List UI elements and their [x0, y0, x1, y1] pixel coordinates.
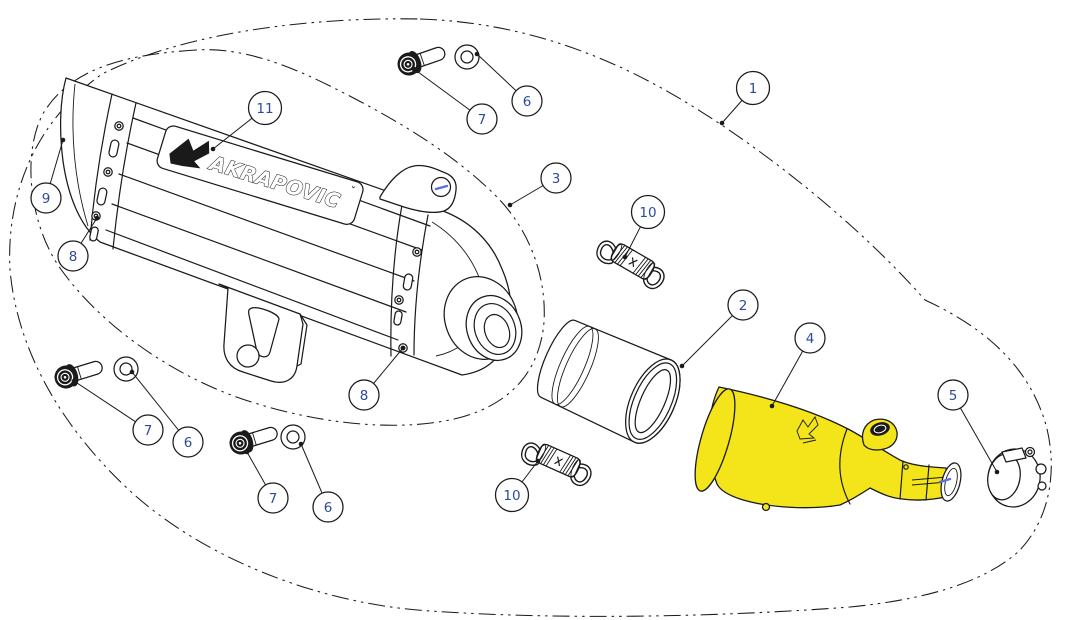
callout-7-left: 7 [132, 414, 164, 446]
weld-seam [839, 428, 851, 505]
callout-9-label: 9 [42, 191, 51, 207]
callout-11-label: 11 [256, 101, 273, 117]
callout-3-label: 3 [552, 171, 561, 187]
bolt-top [393, 40, 449, 80]
callout-4: 4 [794, 322, 826, 354]
fit-marker [938, 477, 952, 484]
callout-10-top: 10 [630, 194, 666, 230]
callout-10-label: 10 [503, 488, 520, 504]
callout-5: 5 [937, 379, 969, 411]
stamped-logo [796, 416, 819, 444]
bolt-left [50, 354, 106, 393]
clamp-bolt [1035, 463, 1047, 475]
mount-marker [434, 184, 449, 191]
callout-6-mid: 6 [312, 491, 344, 523]
callout-8-label: 8 [360, 388, 369, 404]
muffler-bracket-upper [379, 164, 457, 213]
muffler-bracket-lower [218, 283, 308, 383]
callout-11: 11 [247, 90, 283, 126]
callout-9: 9 [30, 182, 62, 214]
callout-8-front: 8 [57, 240, 89, 272]
rivet [394, 295, 404, 305]
muffler: AKRAPOVIC ˇ [59, 77, 523, 383]
sensor-boss [861, 418, 898, 451]
callout-10-label: 10 [639, 205, 656, 221]
callout-6-label: 6 [523, 94, 532, 110]
callout-2: 2 [727, 289, 759, 321]
callout-1: 1 [735, 70, 771, 106]
clamp-saddle [1001, 447, 1027, 463]
callout-1-label: 1 [749, 81, 758, 97]
callout-6-label: 6 [184, 435, 193, 451]
clamp [987, 446, 1047, 508]
muffler-inlet-sleeve [536, 319, 681, 444]
bolt-mid [225, 420, 281, 459]
muffler-group-boundary [30, 49, 545, 426]
outer-assembly-boundary [9, 18, 1052, 617]
callout-7-top: 7 [466, 103, 498, 135]
callout-3: 3 [540, 162, 572, 194]
link-pipe-body [708, 386, 951, 509]
callout-6-left: 6 [172, 426, 204, 458]
callout-7-mid: 7 [257, 482, 289, 514]
callout-6-label: 6 [324, 500, 333, 516]
callout-6-top: 6 [511, 85, 543, 117]
callout-10-bottom: 10 [494, 477, 530, 513]
exhaust-spring-bottom [521, 437, 594, 487]
callout-7-label: 7 [269, 491, 278, 507]
washer-top [454, 44, 480, 70]
akrapovic-bird-icon [169, 138, 210, 169]
link-pipe [694, 386, 962, 512]
pipe-nub [761, 502, 771, 512]
callout-8-rear: 8 [348, 379, 380, 411]
bracket-hole [236, 344, 260, 368]
callout-2-label: 2 [739, 298, 748, 314]
callout-4-label: 4 [806, 331, 815, 347]
logo-caron-mark: ˇ [348, 184, 357, 198]
muffler-end-cap-front [72, 83, 89, 227]
callout-7-label: 7 [144, 423, 153, 439]
washer-left [113, 356, 139, 382]
callout-7-label: 7 [478, 112, 487, 128]
link-pipe-outlet [940, 462, 962, 502]
rivet [114, 121, 124, 131]
rivet [103, 167, 113, 177]
callout-8-label: 8 [69, 249, 78, 265]
rivet [412, 247, 422, 257]
callout-5-label: 5 [949, 388, 958, 404]
